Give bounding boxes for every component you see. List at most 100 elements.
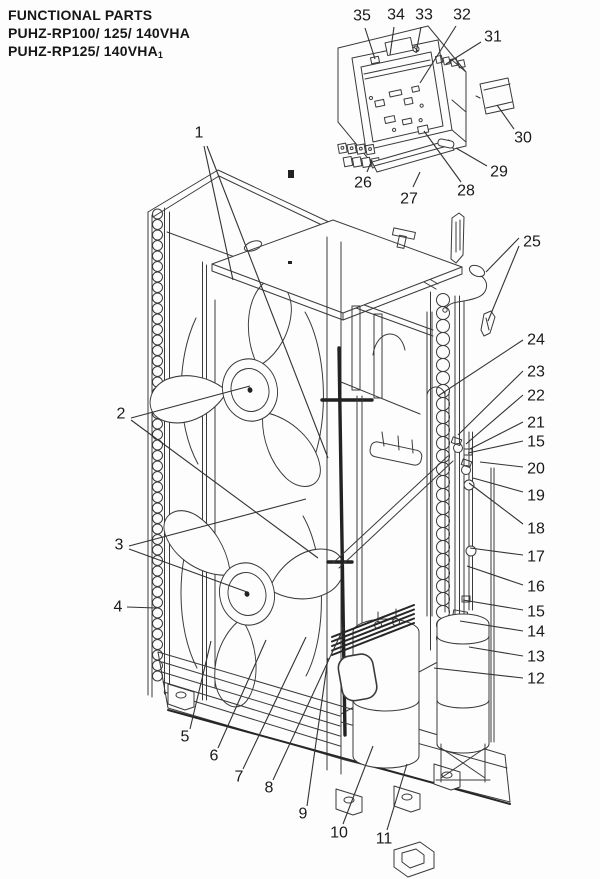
top-panel [211,219,463,321]
diagram-title: FUNCTIONAL PARTS [8,7,153,23]
leader-line-15 [462,599,524,611]
leader-line-16 [466,565,524,586]
callout-3-2: 3 [115,537,124,554]
thermistor-head [468,264,486,278]
leader-line-3 [128,548,248,593]
model-line-2: PUHZ-RP125/ 140VHA1 [8,43,164,60]
callout-27-27: 27 [400,191,418,208]
leader-line-15 [467,440,524,454]
suction-pipe [332,455,449,564]
leader-line-8 [272,626,345,781]
tab-29 [437,138,455,149]
leader-line-5 [189,640,212,730]
callout-18-17: 18 [527,521,545,538]
model-subscript: 1 [157,50,164,60]
callout-15-14: 15 [527,604,545,621]
leader-line-25 [485,237,520,273]
panel-handle-slot [391,227,416,249]
callout-29-29: 29 [490,164,508,181]
callout-20-19: 20 [527,461,545,478]
propeller-fan-upper [149,279,321,488]
leader-line-34 [389,26,395,56]
leader-line-13 [468,646,524,657]
callout-24-24: 24 [527,332,545,349]
stop-valve-gas [453,443,463,453]
muffler [337,653,378,702]
callout-34-34: 34 [387,7,405,24]
leader-line-25 [487,245,520,322]
leader-line-1 [206,145,329,459]
callout-14-13: 14 [527,624,545,641]
leader-line-30 [496,104,515,130]
leader-line-24 [437,339,524,397]
callout-25-25: 25 [523,234,541,251]
leader-line-7 [242,636,307,770]
callout-31-31: 31 [484,29,502,46]
leader-line-10 [342,745,374,825]
callout-6-5: 6 [210,748,219,765]
control-box-assembly [337,25,515,173]
leader-line-29 [455,147,488,167]
callout-22-22: 22 [527,388,545,405]
leader-line-9 [306,657,329,807]
stop-valve-liquid [461,465,471,475]
leader-line-31 [445,41,482,65]
leader-line-19 [472,477,524,493]
callout-5-4: 5 [181,729,190,746]
leader-line-32 [419,25,457,84]
model-line-1: PUHZ-RP100/ 125/ 140VHA [8,25,191,41]
detached-foot-bracket [393,841,435,878]
top-rail-bolt [288,170,294,178]
leader-line-4 [126,606,157,609]
sensor-parts-25 [442,212,496,337]
callout-4-3: 4 [114,599,123,616]
callout-35-35: 35 [353,8,371,25]
callout-16-15: 16 [527,579,545,596]
callout-30-30: 30 [514,130,532,147]
pressure-switch-low [465,545,477,557]
lower-fan-hub-center [244,591,250,597]
leader-line-2 [130,419,319,559]
callout-33-33: 33 [415,7,433,24]
leader-line-23 [457,370,524,436]
callout-12-11: 12 [527,671,545,688]
leader-line-35 [364,27,376,60]
leader-line-12 [433,667,524,679]
leader-line-33 [415,26,422,54]
callout-13-12: 13 [527,649,545,666]
leader-line-21 [469,421,524,450]
leader-line-2 [130,385,251,419]
reactor-box-30 [479,77,515,115]
leader-line-3 [128,498,307,547]
leader-line-14 [459,620,524,632]
left-heat-exchanger-fins [152,208,163,682]
leader-line-11 [386,763,408,831]
thermistor-lead [445,275,488,309]
callout-10-9: 10 [330,825,348,842]
leader-line-1 [203,145,234,281]
accumulator [436,613,490,754]
leader-line-22 [465,394,524,445]
callout-19-18: 19 [527,488,545,505]
callout-26-26: 26 [354,175,372,192]
upper-fan-hub-center [247,387,253,393]
callout-11-10: 11 [376,831,393,848]
callout-8-7: 8 [265,780,274,797]
leader-line-26 [366,159,373,173]
discharge-muffler-stack [331,604,415,656]
pipe-u-bend [426,386,446,397]
right-coil [430,291,456,651]
pressure-switch-high [463,479,475,491]
callout-7-6: 7 [235,769,244,786]
callout-9-8: 9 [299,806,308,823]
coil-return-bends [436,293,450,645]
leader-line-28 [423,130,462,183]
leader-line-18 [468,482,524,525]
four-way-valve [369,441,423,466]
sensor-clip [480,310,496,337]
callout-21-21: 21 [527,415,545,432]
callout-15-20: 15 [527,434,545,451]
bracket-27 [371,139,455,173]
